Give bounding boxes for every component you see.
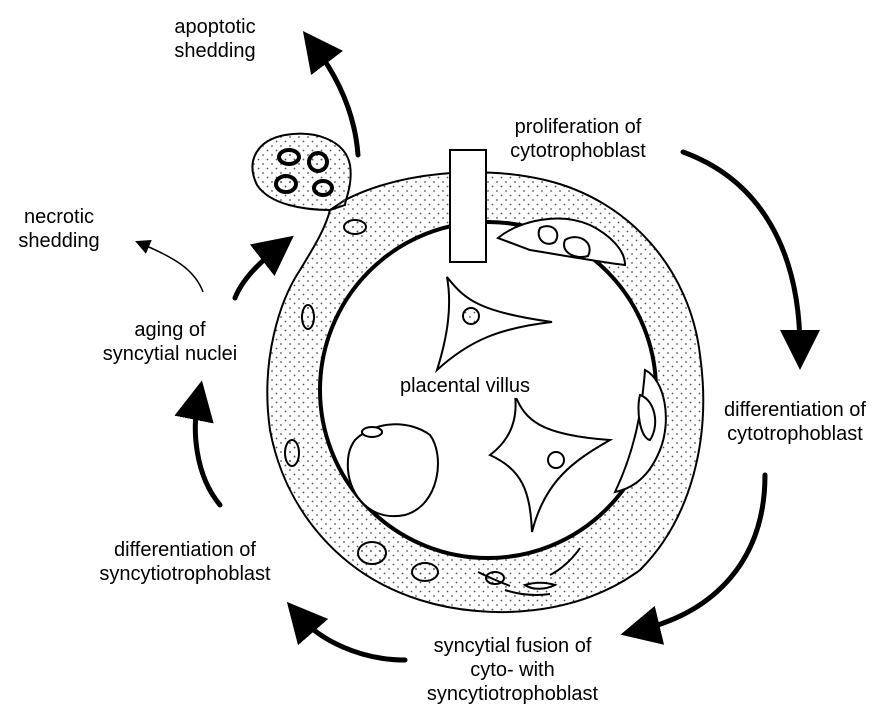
arrow-aging-to-shedding bbox=[235, 248, 278, 298]
label-differentiation-cyto: differentiation of cytotrophoblast bbox=[700, 398, 890, 446]
label-line: cyto- with bbox=[405, 658, 620, 682]
label-line: proliferation of bbox=[478, 115, 678, 139]
label-line: differentiation of bbox=[700, 398, 890, 422]
apoptotic-knot bbox=[253, 134, 351, 210]
label-line: shedding bbox=[150, 39, 280, 63]
label-apoptotic-shedding: apoptotic shedding bbox=[150, 15, 280, 63]
label-line: cytotrophoblast bbox=[700, 422, 890, 446]
label-line: syncytiotrophoblast bbox=[405, 682, 620, 706]
label-syncytial-fusion: syncytial fusion of cyto- with syncytiot… bbox=[405, 634, 620, 706]
label-line: placental villus bbox=[380, 374, 550, 398]
arrow-syncytio-to-aging bbox=[195, 400, 220, 505]
label-line: syncytial fusion of bbox=[405, 634, 620, 658]
label-aging: aging of syncytial nuclei bbox=[75, 318, 265, 366]
label-proliferation: proliferation of cytotrophoblast bbox=[478, 115, 678, 163]
label-differentiation-syncytio: differentiation of syncytiotrophoblast bbox=[75, 538, 295, 586]
cytotrophoblast-column bbox=[450, 150, 486, 262]
arrow-proliferation-to-differentiation bbox=[683, 152, 800, 350]
label-placental-villus: placental villus bbox=[380, 374, 550, 398]
label-line: aging of bbox=[75, 318, 265, 342]
label-line: differentiation of bbox=[75, 538, 295, 562]
arrow-fusion-to-syncytio bbox=[300, 617, 405, 660]
label-line: necrotic bbox=[4, 205, 114, 229]
label-line: syncytial nuclei bbox=[75, 342, 265, 366]
label-line: syncytiotrophoblast bbox=[75, 562, 295, 586]
label-necrotic-shedding: necrotic shedding bbox=[4, 205, 114, 253]
label-line: shedding bbox=[4, 229, 114, 253]
label-line: cytotrophoblast bbox=[478, 139, 678, 163]
arrow-necrotic-shedding bbox=[142, 244, 203, 292]
label-line: apoptotic bbox=[150, 15, 280, 39]
